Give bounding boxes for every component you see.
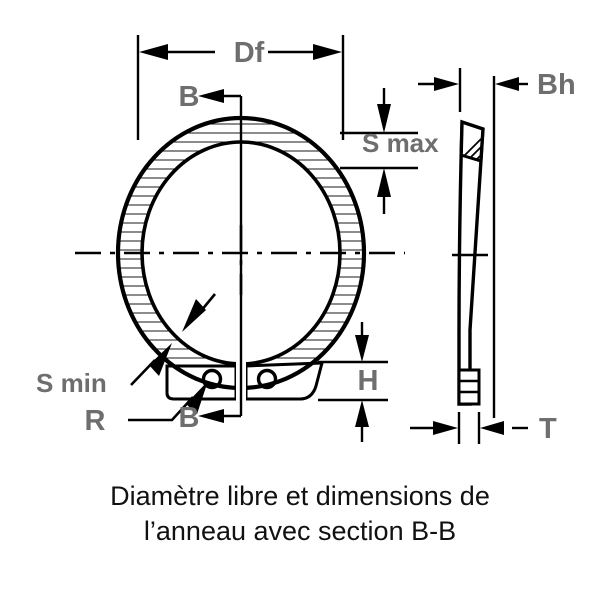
caption-line-1: Diamètre libre et dimensions de <box>110 481 490 511</box>
section-line-bb <box>198 89 243 423</box>
leader-r <box>128 381 208 422</box>
label-h: H <box>358 365 379 397</box>
label-b-bottom: B <box>179 402 200 434</box>
label-bh: Bh <box>537 69 576 101</box>
label-b-top: B <box>179 81 200 113</box>
label-t: T <box>539 413 557 445</box>
dimension-bh <box>418 68 528 112</box>
label-smax: S max <box>362 128 439 158</box>
dimension-smax <box>340 88 418 214</box>
dimension-h <box>318 322 388 442</box>
label-r: R <box>85 405 106 437</box>
label-smin: S min <box>36 368 107 398</box>
leader-smin <box>130 293 217 386</box>
caption-line-2: l’anneau avec section B-B <box>144 516 456 546</box>
label-df: Df <box>234 37 265 69</box>
dimension-df <box>136 35 345 140</box>
side-view-strip <box>452 76 496 418</box>
dimension-t <box>410 412 528 444</box>
strip-bottom-block <box>457 368 481 406</box>
